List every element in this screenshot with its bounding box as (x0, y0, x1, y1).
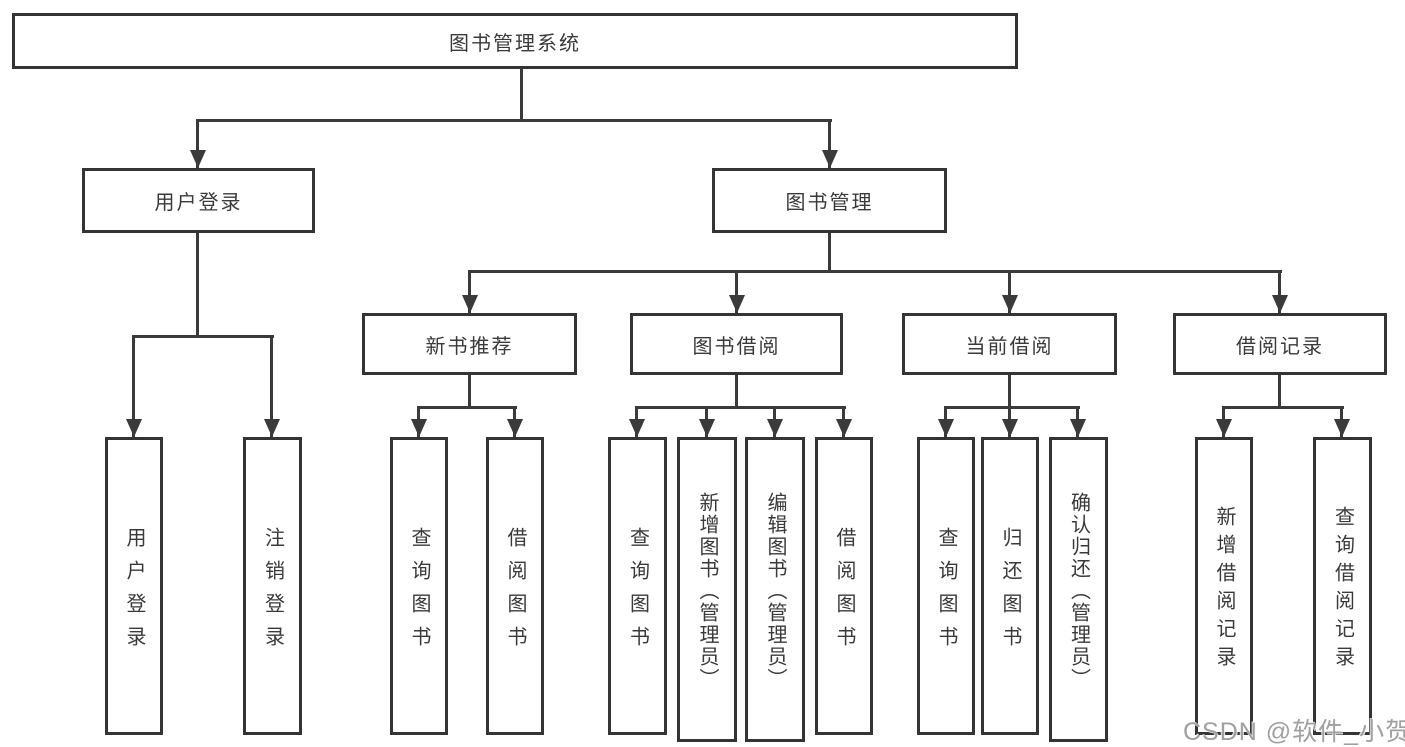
leaf-query-books: 查询图书 (390, 437, 448, 735)
node-borrow-records: 借阅记录 (1173, 313, 1387, 375)
edge-book-mgmt-stem (828, 233, 831, 272)
arrow-down-icon (729, 295, 745, 313)
node-book-borrow: 图书借阅 (630, 313, 843, 375)
edge-borrow-records-stem (1278, 375, 1281, 407)
edge-new-books-rail (417, 406, 517, 409)
leaf-query-books: 查询图书 (608, 437, 667, 735)
node-user-login: 用户登录 (82, 168, 315, 233)
leaf-add-borrow-record: 新增借阅记录 (1195, 437, 1253, 735)
node-book-borrow-label: 图书借阅 (692, 335, 781, 358)
arrow-down-icon (938, 419, 954, 437)
arrow-down-icon (1002, 419, 1018, 437)
leaf-confirm-return-admin: 确认归还（管理员） (1049, 437, 1108, 742)
leaf-user-login: 用户登录 (105, 437, 163, 735)
arrow-down-icon (767, 419, 783, 437)
edge-to-user-login (196, 119, 199, 168)
node-current-borrow-label: 当前借阅 (965, 335, 1054, 358)
arrow-down-icon (507, 419, 523, 437)
node-book-mgmt-label: 图书管理 (785, 192, 874, 214)
edge-current-borrow-rail (944, 406, 1080, 409)
leaf-return-books: 归还图书 (981, 437, 1039, 735)
edge-book-mgmt-rail (468, 270, 1282, 273)
edge-new-books-stem (468, 375, 471, 407)
arrow-down-icon (190, 150, 206, 168)
leaf-borrow-books: 借阅图书 (486, 437, 544, 735)
edge-root-rail (197, 119, 832, 122)
leaf-query-borrow-record: 查询借阅记录 (1313, 437, 1372, 735)
edge-book-borrow-stem (735, 375, 738, 407)
leaf-add-books-admin: 新增图书（管理员） (677, 437, 737, 742)
node-book-mgmt: 图书管理 (712, 168, 947, 233)
leaf-edit-books-admin: 编辑图书（管理员） (745, 437, 805, 742)
edge-to-book-mgmt (828, 119, 831, 168)
leaf-borrow-books: 借阅图书 (815, 437, 873, 735)
arrow-down-icon (1272, 295, 1288, 313)
node-borrow-records-label: 借阅记录 (1236, 335, 1324, 358)
edge-to-new-books (468, 270, 471, 313)
arrow-down-icon (699, 419, 715, 437)
edge-user-login-rail (132, 335, 274, 338)
node-new-books: 新书推荐 (362, 313, 577, 375)
arrow-down-icon (1002, 295, 1018, 313)
arrow-down-icon (822, 150, 838, 168)
edge-to-leaf-login (132, 335, 135, 437)
edge-to-book-borrow (735, 270, 738, 313)
arrow-down-icon (1070, 419, 1086, 437)
arrow-down-icon (1334, 419, 1350, 437)
edge-current-borrow-stem (1008, 375, 1011, 407)
node-current-borrow: 当前借阅 (902, 313, 1117, 375)
node-new-books-label: 新书推荐 (425, 335, 514, 358)
edge-book-borrow-rail (635, 406, 846, 409)
arrow-down-icon (264, 419, 280, 437)
arrow-down-icon (629, 419, 645, 437)
leaf-query-books: 查询图书 (917, 437, 975, 735)
edge-borrow-records-rail (1222, 406, 1344, 409)
edge-to-borrow-records (1278, 270, 1281, 313)
csdn-watermark: CSDN @软件_小贺同学 (1183, 718, 1405, 746)
leaf-logout: 注销登录 (243, 437, 302, 735)
edge-to-leaf-logout (270, 335, 273, 437)
node-user-login-label: 用户登录 (154, 192, 243, 214)
edge-to-current-borrow (1008, 270, 1011, 313)
arrow-down-icon (1216, 419, 1232, 437)
node-root: 图书管理系统 (12, 13, 1018, 69)
arrow-down-icon (411, 419, 427, 437)
edge-root-stem (520, 68, 523, 121)
edge-user-login-stem (196, 233, 199, 337)
arrow-down-icon (836, 419, 852, 437)
arrow-down-icon (126, 419, 142, 437)
arrow-down-icon (462, 295, 478, 313)
node-root-label: 图书管理系统 (449, 32, 581, 55)
